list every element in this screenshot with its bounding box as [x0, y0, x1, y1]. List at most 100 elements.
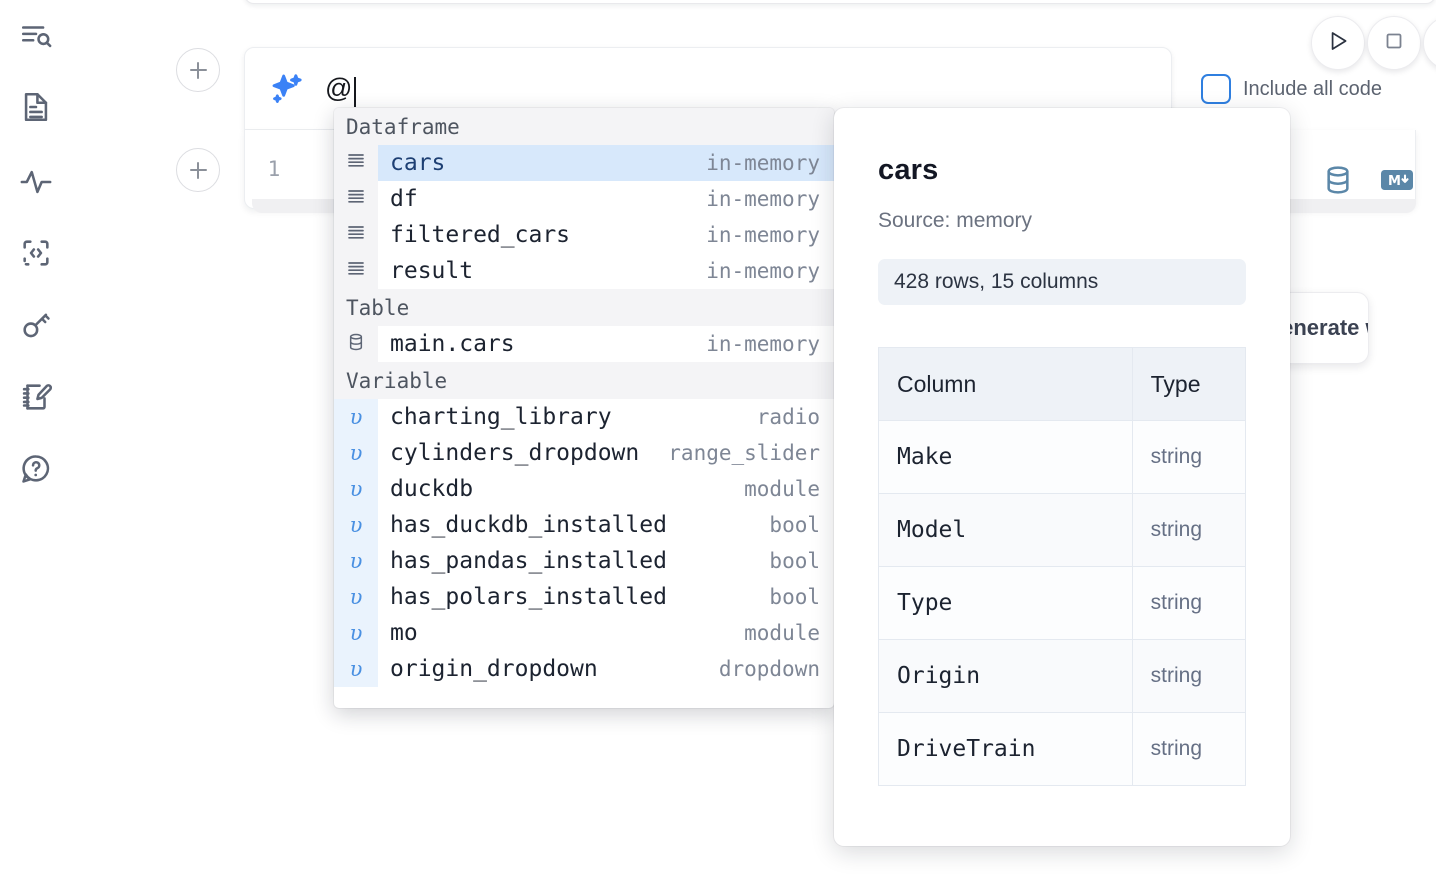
column-name-cell: Make	[878, 420, 1133, 494]
autocomplete-item[interactable]: filtered_cars in-memory	[334, 217, 834, 253]
sparkle-icon	[267, 69, 307, 109]
variable-icon: υ	[349, 585, 363, 609]
dataframe-icon	[346, 259, 366, 283]
autocomplete-item-name: cylinders_dropdown	[390, 440, 640, 466]
autocomplete-item[interactable]: υ has_pandas_installed bool	[334, 543, 834, 579]
sidebar-item-scratchpad[interactable]	[14, 375, 58, 419]
autocomplete-item[interactable]: υ has_polars_installed bool	[334, 579, 834, 615]
autocomplete-item-name: cars	[390, 150, 446, 176]
autocomplete-item-name: has_polars_installed	[390, 584, 667, 610]
autocomplete-item-name: has_pandas_installed	[390, 548, 667, 574]
autocomplete-item-type: module	[744, 621, 820, 645]
autocomplete-item-type: bool	[769, 549, 820, 573]
autocomplete-item-type: bool	[769, 585, 820, 609]
cell-above	[244, 0, 1436, 4]
autocomplete-group-header: Variable	[334, 362, 834, 399]
column-type-cell: string	[1131, 712, 1247, 786]
variable-icon: υ	[349, 657, 363, 681]
column-name-cell: DriveTrain	[878, 712, 1133, 786]
autocomplete-item-name: duckdb	[390, 476, 474, 502]
documentation-panel: cars Source: memory 428 rows, 15 columns…	[834, 108, 1290, 846]
sidebar-item-snippets[interactable]	[14, 231, 58, 275]
include-all-code-label: Include all code	[1243, 77, 1382, 100]
autocomplete-item-type: bool	[769, 513, 820, 537]
column-name-cell: Model	[878, 493, 1133, 567]
autocomplete-group-header: Dataframe	[334, 108, 834, 145]
autocomplete-item-name: result	[390, 258, 474, 284]
column-name-cell: Origin	[878, 639, 1133, 713]
autocomplete-item-type: in-memory	[706, 223, 820, 247]
table-header-cell: Type	[1131, 347, 1247, 421]
sidebar-item-documentation[interactable]	[14, 85, 58, 129]
sidebar-item-secrets[interactable]	[14, 303, 58, 347]
variable-icon: υ	[349, 405, 363, 429]
code-gutter: 1	[245, 130, 303, 208]
column-type-cell: string	[1131, 639, 1247, 713]
doc-source: Source: memory	[878, 209, 1033, 232]
column-type-cell: string	[1131, 420, 1247, 494]
sidebar-rail	[0, 0, 72, 874]
column-type-cell: string	[1131, 493, 1247, 567]
ai-prompt-input[interactable]: @	[307, 48, 1171, 129]
autocomplete-item[interactable]: υ duckdb module	[334, 471, 834, 507]
autocomplete-group-header: Table	[334, 289, 834, 326]
autocomplete-item[interactable]: cars in-memory	[334, 145, 834, 181]
autocomplete-item-name: mo	[390, 620, 418, 646]
autocomplete-item-type: in-memory	[706, 259, 820, 283]
autocomplete-item-type: in-memory	[706, 151, 820, 175]
autocomplete-item-name: filtered_cars	[390, 222, 571, 248]
variable-icon: υ	[349, 441, 363, 465]
more-actions-button[interactable]	[1423, 16, 1436, 70]
sidebar-item-explore[interactable]	[14, 14, 58, 58]
autocomplete-item[interactable]: υ mo module	[334, 615, 834, 651]
text-caret	[353, 76, 356, 107]
explore-icon	[19, 19, 53, 53]
autocomplete-item-type: radio	[756, 405, 820, 429]
variable-icon: υ	[349, 477, 363, 501]
markdown-icon[interactable]: M	[1380, 167, 1414, 198]
autocomplete-item[interactable]: υ cylinders_dropdown range_slider	[334, 435, 834, 471]
autocomplete-item[interactable]: result in-memory	[334, 253, 834, 289]
table-header-cell: Column	[878, 347, 1133, 421]
autocomplete-item-type: module	[744, 477, 820, 501]
autocomplete-item[interactable]: df in-memory	[334, 181, 834, 217]
stop-square-icon	[1382, 29, 1406, 58]
autocomplete-item-type: in-memory	[706, 332, 820, 356]
variable-icon: υ	[349, 621, 363, 645]
include-all-code-row[interactable]: Include all code	[1201, 74, 1382, 104]
database-icon	[346, 332, 366, 356]
document-icon	[19, 90, 53, 124]
variable-icon: υ	[349, 549, 363, 573]
snippets-icon	[19, 236, 53, 270]
autocomplete-item-type: in-memory	[706, 187, 820, 211]
database-icon[interactable]	[1322, 164, 1354, 201]
add-cell-above-button[interactable]	[176, 48, 220, 92]
sidebar-item-activity[interactable]	[14, 160, 58, 204]
add-cell-below-button[interactable]	[176, 148, 220, 192]
sidebar-item-help[interactable]	[14, 447, 58, 491]
activity-icon	[19, 165, 53, 199]
interrupt-button[interactable]	[1367, 16, 1421, 70]
include-all-code-checkbox[interactable]	[1201, 74, 1231, 104]
scratchpad-icon	[19, 380, 53, 414]
autocomplete-item-name: df	[390, 186, 418, 212]
autocomplete-item-type: range_slider	[668, 441, 820, 465]
dataframe-icon	[346, 223, 366, 247]
svg-text:M: M	[1388, 174, 1401, 189]
secrets-key-icon	[19, 308, 53, 342]
play-icon	[1325, 28, 1351, 59]
doc-title: cars	[878, 154, 939, 186]
run-button[interactable]	[1311, 16, 1365, 70]
